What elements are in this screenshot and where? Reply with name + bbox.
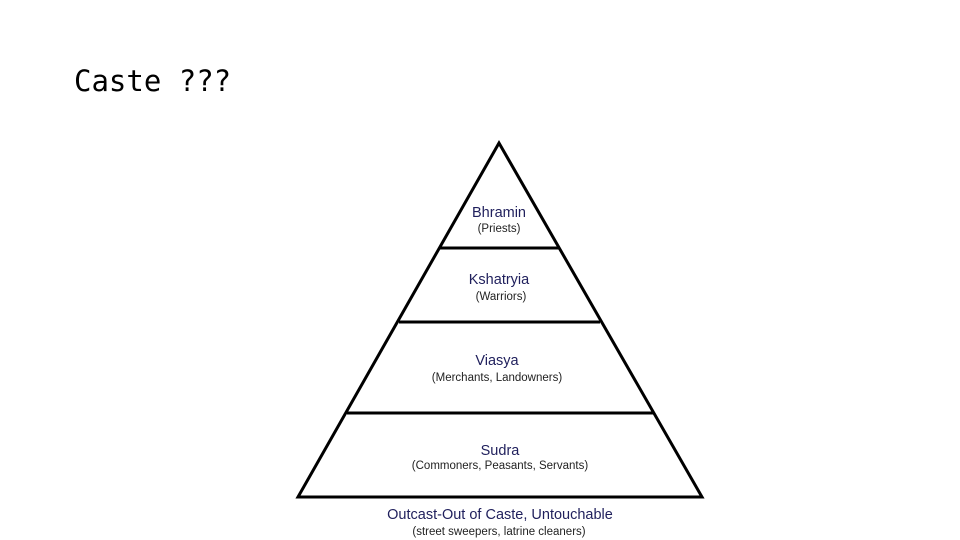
tier-name-bhramin: Bhramin <box>472 205 526 221</box>
tier-desc-viasya: (Merchants, Landowners) <box>432 372 563 384</box>
tier-desc-bhramin: (Priests) <box>478 223 521 235</box>
tier-desc-kshatryia: (Warriors) <box>476 291 527 303</box>
tier-desc-sudra: (Commoners, Peasants, Servants) <box>412 460 589 472</box>
pyramid-outline <box>295 139 705 499</box>
tier-name-sudra: Sudra <box>481 443 521 459</box>
outcast-desc: (street sweepers, latrine cleaners) <box>412 526 585 538</box>
slide-title: Caste ??? <box>74 64 232 98</box>
tier-name-kshatryia: Kshatryia <box>469 272 530 288</box>
tier-name-viasya: Viasya <box>475 353 519 369</box>
outcast-name: Outcast-Out of Caste, Untouchable <box>387 507 613 523</box>
